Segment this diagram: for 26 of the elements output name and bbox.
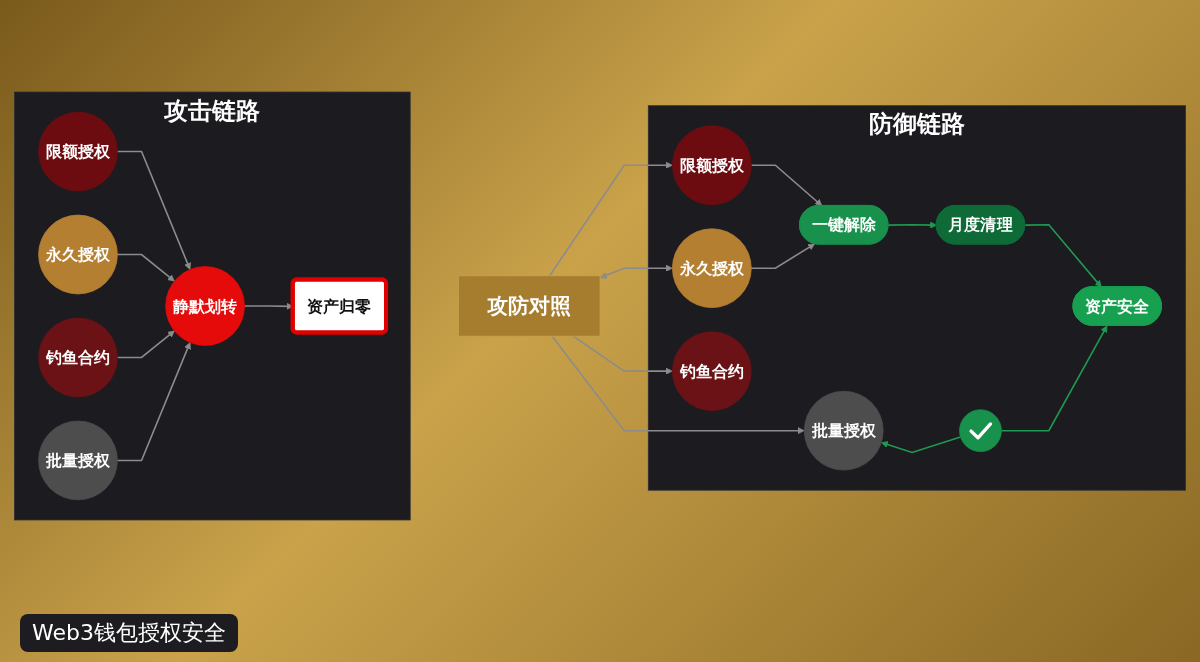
arrow (1024, 223, 1102, 288)
arrow (116, 330, 175, 359)
arrow (887, 221, 937, 229)
arrow (750, 243, 815, 269)
node-circle: 静默划转 (165, 266, 245, 346)
node-circle: 钓鱼合约 (672, 331, 752, 411)
node-circle: 限额授权 (672, 125, 752, 206)
arrow (116, 150, 191, 270)
arrow (1000, 325, 1108, 432)
arrow (881, 436, 962, 454)
node-circle: 永久授权 (38, 214, 118, 295)
arrow (572, 335, 673, 375)
footer-text: Web3钱包授权安全 (20, 614, 238, 652)
arrow (116, 342, 191, 462)
node-circle: 永久授权 (672, 228, 752, 308)
arrow (750, 164, 823, 207)
arrow (548, 161, 673, 277)
node-box: 攻防对照 (458, 275, 601, 337)
node-circle: 批量授权 (803, 390, 884, 471)
arrow (600, 264, 673, 279)
node-circle: 批量授权 (38, 420, 118, 501)
arrow (116, 253, 175, 282)
node-circle: 钓鱼合约 (38, 317, 118, 398)
node-circle: 限额授权 (38, 111, 118, 192)
arrow (551, 335, 805, 435)
node-circle (959, 409, 1002, 452)
